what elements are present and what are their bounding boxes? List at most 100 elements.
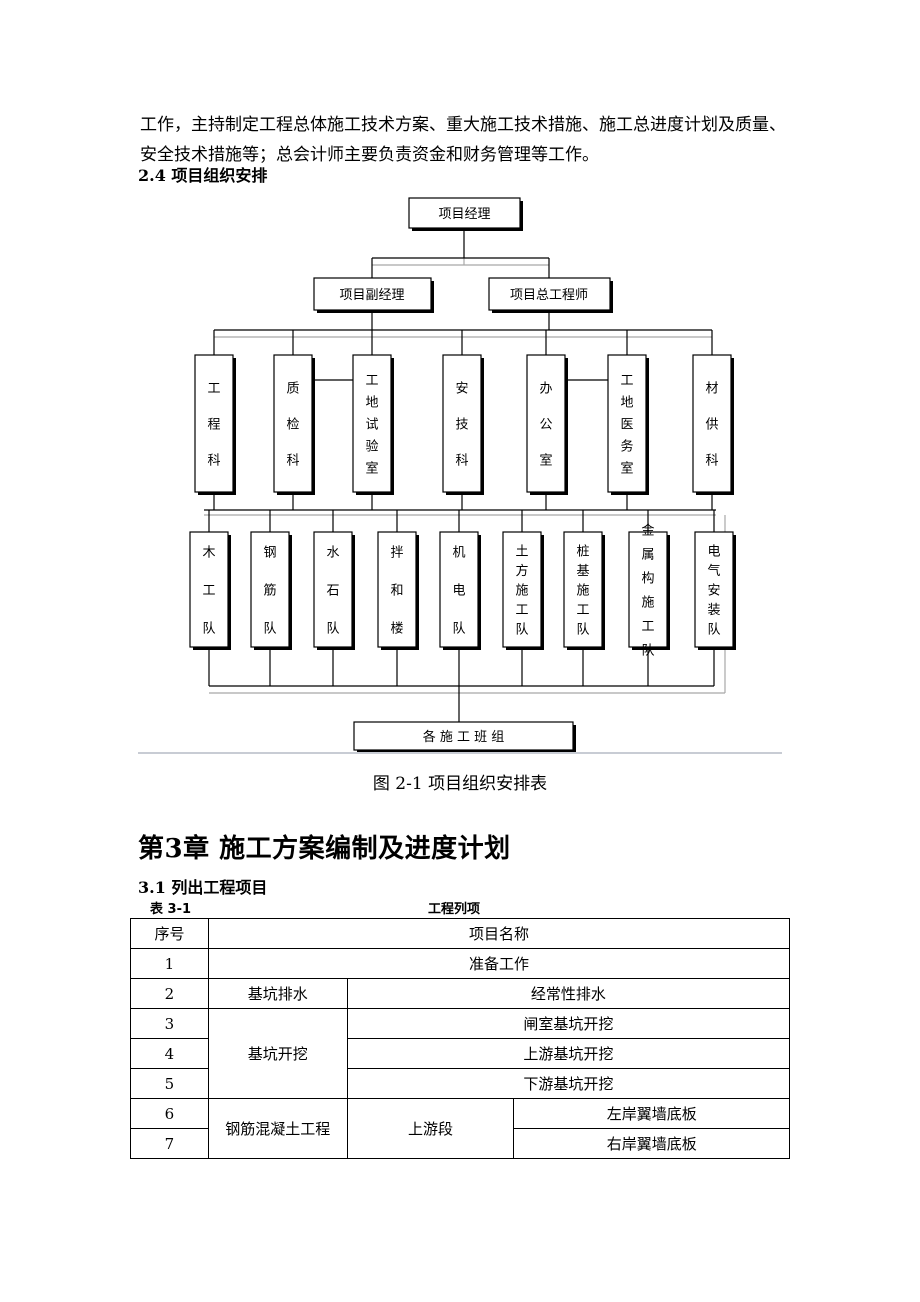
table-header-row: 序号 项目名称 [130, 918, 791, 949]
team-label-char: 工 [641, 620, 654, 635]
team-label-char: 施 [576, 584, 589, 599]
department-label-char: 地 [365, 396, 378, 411]
team-label-char: 构 [641, 572, 654, 587]
deputy-manager-box [313, 277, 432, 311]
project-manager-label: 项目经理 [438, 207, 490, 222]
department-box [607, 354, 647, 493]
department-label-char: 工 [620, 374, 633, 389]
team-label-char: 拌 [390, 546, 403, 561]
row-no: 4 [130, 1038, 209, 1069]
team-box [250, 531, 290, 648]
team-box [439, 531, 479, 648]
department-label-char: 验 [365, 439, 378, 455]
department-label-char: 室 [620, 461, 633, 477]
team-label-char: 木 [202, 546, 215, 561]
team-label-char: 队 [515, 623, 528, 638]
table-row: 5 下游基坑开挖 [130, 1068, 791, 1099]
department-label-char: 试 [365, 418, 378, 433]
row-no: 3 [130, 1008, 209, 1039]
team-label-char: 电 [452, 584, 465, 599]
team-label-char: 基 [576, 564, 589, 579]
row-item: 右岸翼墙底板 [513, 1128, 790, 1159]
chief-engineer-label: 项目总工程师 [510, 288, 588, 303]
team-label-char: 工 [576, 603, 589, 618]
team-label-char: 队 [202, 622, 215, 637]
team-label-char: 石 [326, 584, 339, 599]
team-box [694, 531, 734, 648]
department-box [194, 354, 234, 493]
team-label-char: 桩 [576, 545, 589, 560]
team-label-char: 队 [576, 623, 589, 638]
department-label-char: 公 [539, 418, 552, 433]
table-row: 6 钢筋混凝土工程 上游段 左岸翼墙底板 [130, 1098, 790, 1159]
row-name: 准备工作 [207, 948, 791, 979]
team-box [563, 531, 603, 648]
org-chart-connectors [204, 228, 726, 722]
department-label-char: 工 [365, 374, 378, 389]
team-box [189, 531, 229, 648]
row-item: 闸室基坑开挖 [346, 1008, 791, 1039]
department-label-char: 医 [620, 418, 633, 433]
team-label-char: 筋 [263, 583, 276, 599]
header-cell-name: 项目名称 [207, 918, 791, 949]
team-label-char: 队 [326, 622, 339, 637]
team-box [377, 531, 417, 648]
department-label-char: 科 [455, 454, 468, 469]
team-box [502, 531, 542, 648]
team-label-char: 土 [515, 545, 528, 560]
team-label-char: 金 [641, 523, 654, 539]
department-label-char: 供 [705, 418, 718, 433]
header-cell-no: 序号 [130, 918, 209, 949]
row-item: 经常性排水 [346, 978, 791, 1009]
row-item: 左岸翼墙底板 [513, 1098, 790, 1129]
team-box [313, 531, 353, 648]
row-no: 2 [130, 978, 209, 1009]
table-row: 3 基坑开挖 闸室基坑开挖 [130, 1008, 791, 1099]
works-table: 序号 项目名称 1 准备工作 2 基坑排水 经常性排水 3 基坑开挖 闸室基坑开… [130, 918, 791, 1159]
row-no: 7 [130, 1128, 209, 1159]
department-label-char: 程 [207, 418, 220, 433]
row-no: 1 [130, 948, 209, 979]
department-label-char: 材 [705, 382, 718, 397]
team-label-char: 电 [707, 545, 720, 560]
department-box [352, 354, 392, 493]
team-label-char: 施 [515, 584, 528, 599]
row-group: 钢筋混凝土工程 [207, 1098, 348, 1159]
team-label-char: 队 [707, 623, 720, 638]
department-label-char: 科 [705, 454, 718, 469]
team-box [628, 531, 668, 648]
team-label-char: 方 [515, 563, 528, 579]
table-row: 1 准备工作 [130, 948, 791, 979]
team-label-char: 气 [707, 563, 720, 579]
team-label-char: 钢 [263, 546, 276, 561]
row-no: 5 [130, 1068, 209, 1099]
construction-groups-label: 各 施 工 班 组 [423, 729, 505, 745]
chapter-title: 第3章 施工方案编制及进度计划 [138, 834, 511, 864]
team-label-char: 队 [452, 622, 465, 637]
figure-caption: 图 2-1 项目组织安排表 [372, 774, 548, 794]
department-box [273, 354, 313, 493]
department-label-char: 务 [620, 439, 633, 455]
table-row: 4 上游基坑开挖 [130, 1038, 791, 1069]
team-label-char: 楼 [390, 622, 403, 637]
team-label-char: 工 [515, 603, 528, 618]
team-label-char: 属 [641, 548, 654, 563]
department-label-char: 室 [365, 461, 378, 477]
team-label-char: 安 [707, 584, 720, 599]
team-label-char: 队 [641, 644, 654, 659]
deputy-manager-label: 项目副经理 [339, 288, 404, 303]
department-label-char: 科 [286, 454, 299, 469]
intro-paragraph: 工作，主持制定工程总体施工技术方案、重大施工技术措施、施工总进度计划及质量、安全… [140, 115, 786, 165]
row-sub: 上游段 [346, 1098, 515, 1159]
department-label-char: 工 [207, 382, 220, 397]
section-heading-3-1: 3.1 列出工程项目 [138, 878, 268, 897]
chief-engineer-box [488, 277, 611, 311]
project-manager-box [408, 197, 521, 229]
department-label-char: 技 [455, 418, 468, 433]
org-chart-boxes: 项目经理项目副经理项目总工程师工程科质检科工地试验室安技科办公室工地医务室材供科… [189, 197, 736, 753]
table-label: 表 3-1 [150, 902, 192, 917]
team-label-char: 队 [263, 622, 276, 637]
department-label-char: 安 [455, 382, 468, 397]
department-label-char: 质 [286, 382, 299, 397]
team-label-char: 水 [326, 546, 339, 561]
